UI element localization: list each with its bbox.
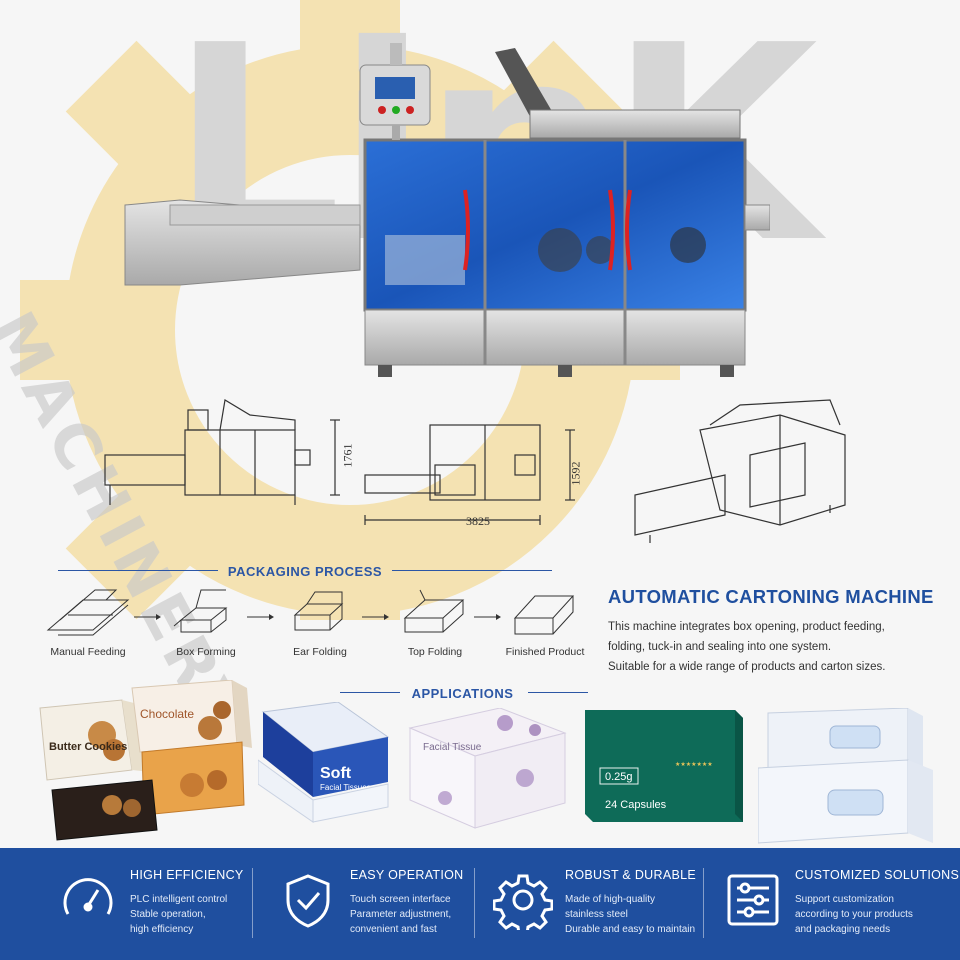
ear-folding-icon (293, 591, 344, 631)
height-dimension-top: 1592 (568, 461, 583, 486)
feature-title: CUSTOMIZED SOLUTIONS (795, 868, 960, 882)
chocolate-box-label: Chocolate (140, 707, 194, 721)
facial-tissues-label: Facial Tissues (320, 783, 371, 792)
facial-tissue-box-image: Facial Tissue (408, 708, 567, 829)
cartoning-machine-image (124, 43, 770, 377)
feature-line: according to your products (795, 909, 913, 920)
feature-line: and packaging needs (795, 924, 891, 935)
front-view-drawing (104, 399, 340, 505)
capsules-label: 24 Capsules (605, 799, 667, 811)
width-dimension-top: 3825 (466, 514, 490, 528)
feature-line: Touch screen interface (350, 894, 451, 905)
step-label: Top Folding (407, 646, 463, 658)
feature-lines: Made of high-quality stainless steel Dur… (565, 892, 695, 937)
feature-bar: HIGH EFFICIENCY PLC intelligent control … (0, 848, 960, 960)
feature-line: high efficiency (130, 924, 194, 935)
step-label: Box Forming (176, 646, 236, 658)
settings-sliders-icon (727, 874, 779, 926)
description-line: This machine integrates box opening, pro… (608, 621, 885, 633)
box-forming-icon (173, 589, 228, 633)
feature-line: Durable and easy to maintain (565, 924, 696, 935)
feature-lines: Support customization according to your … (795, 892, 913, 937)
product-title: AUTOMATIC CARTONING MACHINE (608, 586, 934, 607)
process-rule-right (392, 570, 552, 571)
feature-line: stainless steel (565, 909, 628, 920)
arrow-icon (247, 614, 274, 620)
process-step: Box Forming (156, 580, 256, 658)
process-step: Ear Folding (270, 580, 370, 658)
svg-text:★★★★★★★: ★★★★★★★ (675, 761, 713, 768)
feature-divider (252, 868, 253, 938)
description-line: Suitable for a wide range of products an… (608, 661, 886, 673)
cookie-box-label: Butter Cookies (49, 741, 127, 753)
height-dimension-front: 1761 (340, 443, 355, 468)
description-line: folding, tuck-in and sealing into one sy… (608, 641, 832, 653)
arrow-icon (362, 614, 389, 620)
applications-title: APPLICATIONS (411, 686, 514, 701)
packaging-process: Manual Feeding Box Forming Ear Folding T… (38, 580, 584, 670)
facial-tissue-label: Facial Tissue (423, 742, 482, 753)
capsule-box-image: 0.25g 24 Capsules ★★★★★★★ (585, 710, 743, 822)
top-view-drawing (364, 424, 575, 525)
applications-gallery: Butter Cookies Chocolate Soft Facial Tis… (20, 680, 940, 850)
cookie-boxes-image: Butter Cookies Chocolate (39, 680, 252, 841)
dosage-label: 0.25g (605, 771, 633, 783)
feature-line: Stable operation, (130, 909, 206, 920)
process-title: PACKAGING PROCESS (227, 564, 383, 579)
soft-tissue-box-image: Soft Facial Tissues (258, 702, 390, 823)
feature-line: PLC intelligent control (130, 894, 228, 905)
shield-check-icon (286, 874, 330, 928)
step-label: Finished Product (505, 646, 585, 658)
isometric-view-drawing (634, 399, 846, 543)
feature-title: EASY OPERATION (350, 868, 464, 882)
applications-rule-right (528, 692, 588, 693)
applications-rule-left (340, 692, 400, 693)
step-label: Manual Feeding (50, 646, 126, 658)
process-step: Top Folding (385, 580, 485, 658)
arrow-icon (474, 614, 501, 620)
process-step: Manual Feeding (38, 580, 138, 658)
feature-lines: Touch screen interface Parameter adjustm… (350, 892, 451, 937)
mask-boxes-image (758, 708, 933, 844)
feature-lines: PLC intelligent control Stable operation… (130, 892, 227, 937)
feature-line: Made of high-quality (565, 894, 656, 905)
speedometer-icon (63, 878, 113, 915)
process-rule-left (58, 570, 218, 571)
gear-icon (493, 874, 553, 930)
feature-line: convenient and fast (350, 924, 437, 935)
flat-carton-icon (46, 589, 130, 636)
step-label: Ear Folding (293, 646, 347, 658)
feature-line: Support customization (795, 894, 894, 905)
feature-title: ROBUST & DURABLE (565, 868, 696, 882)
top-folding-icon (403, 589, 465, 633)
arrow-icon (134, 614, 161, 620)
soft-label: Soft (320, 765, 352, 782)
feature-divider (474, 868, 475, 938)
feature-line: Parameter adjustment, (350, 909, 452, 920)
feature-divider (703, 868, 704, 938)
process-step: Finished Product (495, 580, 595, 658)
product-description: This machine integrates box opening, pro… (608, 617, 928, 677)
finished-box-icon (513, 595, 575, 635)
feature-title: HIGH EFFICIENCY (130, 868, 244, 882)
